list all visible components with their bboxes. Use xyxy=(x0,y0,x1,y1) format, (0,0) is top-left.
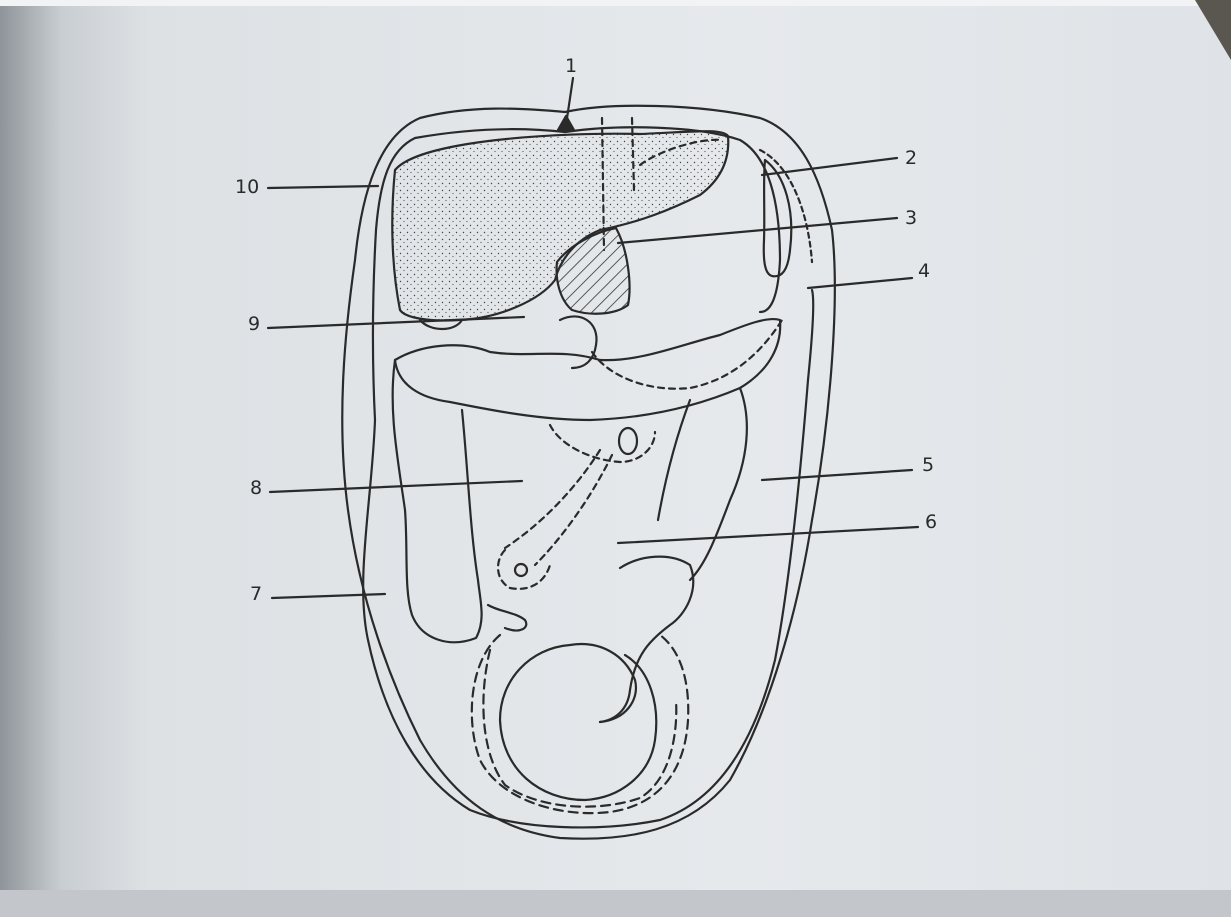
paper-bottom-shadow xyxy=(0,890,1231,917)
label-9: 9 xyxy=(248,313,260,335)
label-2: 2 xyxy=(905,147,917,169)
label-6: 6 xyxy=(925,511,937,533)
label-8: 8 xyxy=(250,477,262,499)
label-4: 4 xyxy=(918,260,930,282)
label-1: 1 xyxy=(565,55,577,77)
paper-top-edge xyxy=(0,0,1231,6)
label-7: 7 xyxy=(250,583,262,605)
label-3: 3 xyxy=(905,207,917,229)
label-10: 10 xyxy=(235,176,259,198)
label-5: 5 xyxy=(922,454,934,476)
